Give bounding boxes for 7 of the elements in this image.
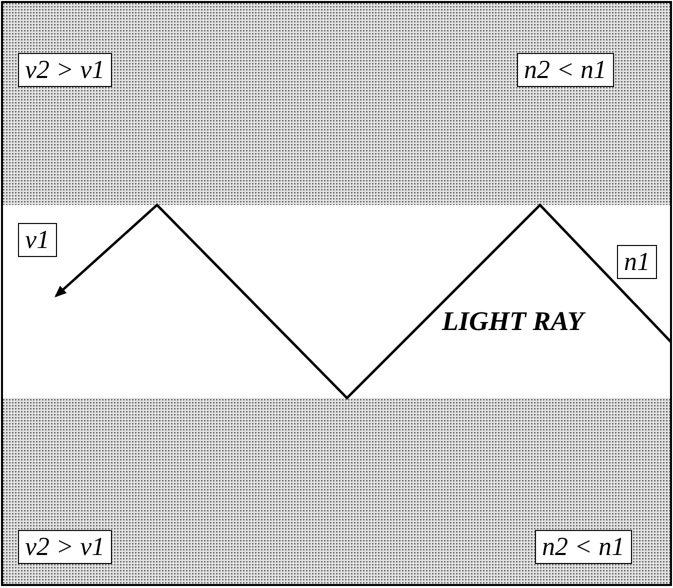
boxed-label: n2 < n1 [535, 530, 632, 564]
ray-label: LIGHT RAY [442, 306, 584, 337]
boxed-label: n2 < n1 [517, 53, 614, 87]
boxed-label: v1 [18, 223, 57, 257]
boxed-label: v2 > v1 [18, 530, 112, 564]
boxed-label: n1 [617, 245, 657, 279]
boxed-label: v2 > v1 [18, 53, 112, 87]
